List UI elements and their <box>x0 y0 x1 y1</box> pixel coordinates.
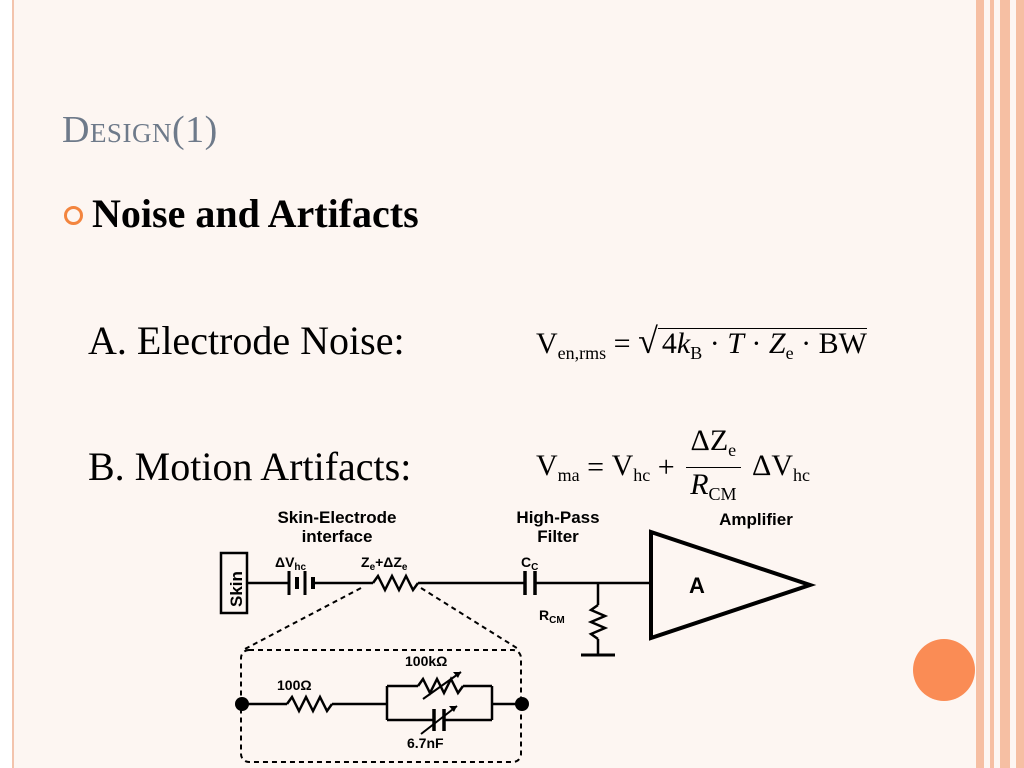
skin-label: Skin <box>227 571 246 607</box>
6-7nf-label: 6.7nF <box>407 735 444 751</box>
bullet-icon <box>64 206 83 225</box>
amplifier-heading: Amplifier <box>719 510 793 529</box>
amp-label: A <box>689 573 705 598</box>
circuit-diagram: Skin-Electrode interface High-Pass Filte… <box>219 508 817 763</box>
amplifier-triangle <box>649 529 817 641</box>
bullet-heading: Noise and Artifacts <box>92 191 419 236</box>
rcm-label: RCM <box>539 607 565 626</box>
electrode-noise-label: A. Electrode Noise: <box>88 318 405 363</box>
100ohm-label: 100Ω <box>277 677 312 693</box>
high-pass-heading: High-Pass <box>516 508 599 527</box>
fraction: ΔZe RCM <box>686 424 741 511</box>
skin-electrode-heading: Skin-Electrode <box>277 508 396 527</box>
high-pass-heading-2: Filter <box>537 527 579 546</box>
decorative-stripes <box>974 0 1024 768</box>
motion-artifacts-label: B. Motion Artifacts: <box>88 444 412 489</box>
detail-box <box>240 649 522 763</box>
motion-artifacts-equation: Vma = Vhc + ΔZe RCM ΔVhc <box>536 424 810 511</box>
decorative-circle <box>913 639 975 701</box>
left-border <box>0 0 14 768</box>
skin-electrode-heading-2: interface <box>302 527 373 546</box>
ze-label: Ze+ΔZe <box>361 554 408 573</box>
cc-label: CC <box>521 554 538 573</box>
dv-label: ΔVhc <box>275 554 307 573</box>
electrode-noise-equation: Ven,rms = √4kB · T · Ze · BW <box>536 320 867 368</box>
slide-title: Design(1) <box>62 109 218 151</box>
100kohm-label: 100kΩ <box>405 653 447 669</box>
